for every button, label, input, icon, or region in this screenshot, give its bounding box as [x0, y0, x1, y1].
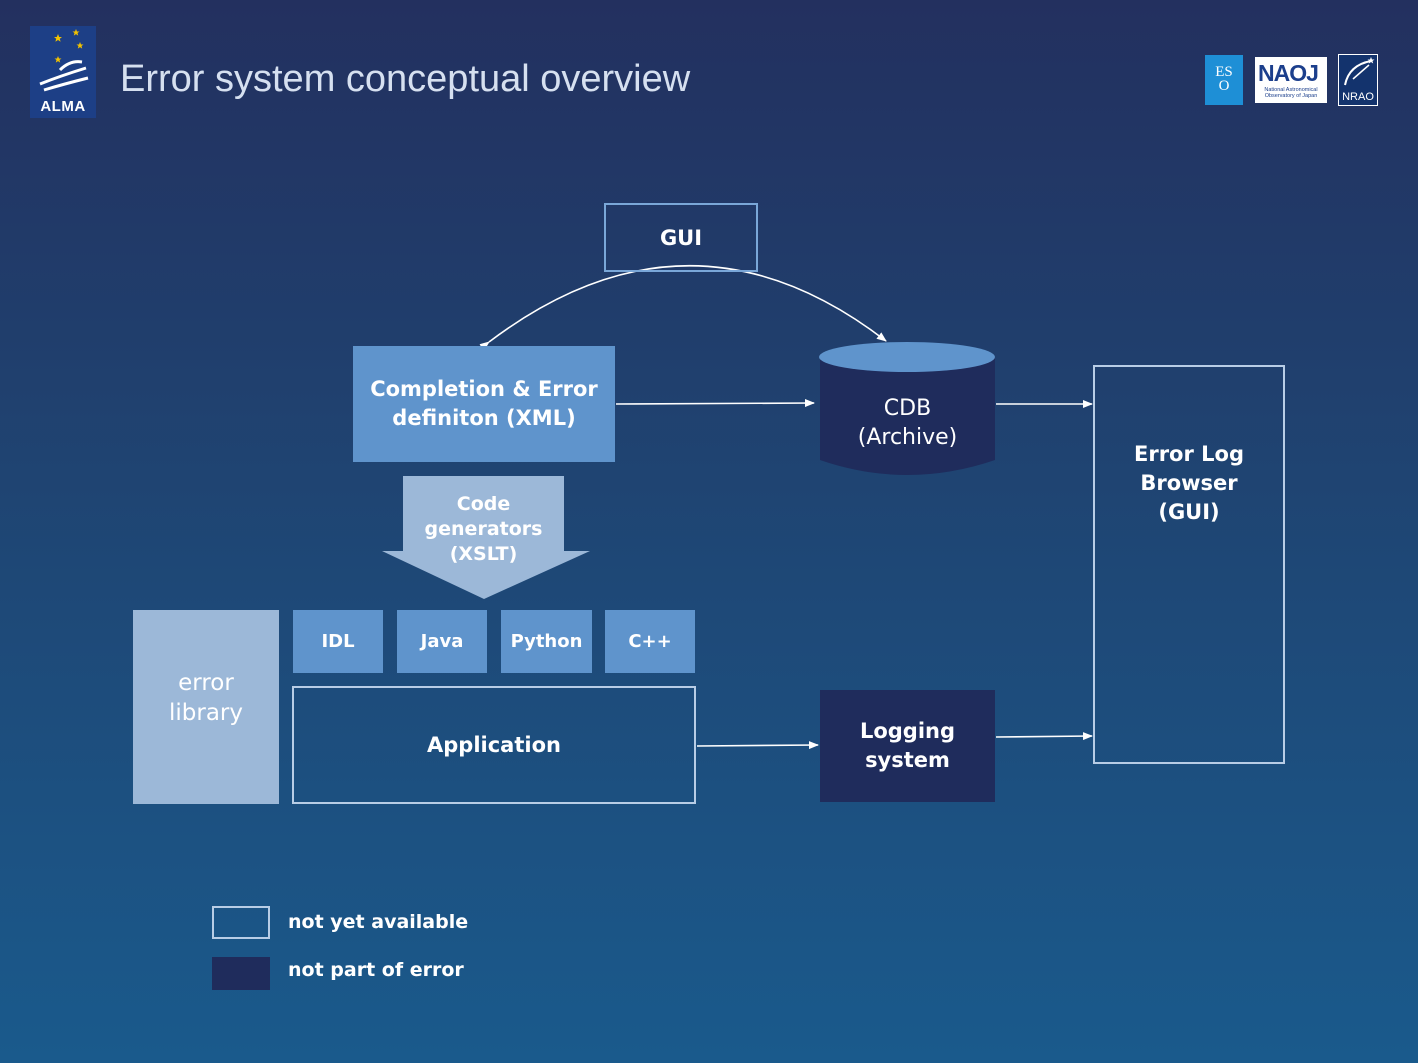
- language-box-cpp: C++: [605, 610, 695, 673]
- nrao-logo: NRAO: [1338, 54, 1378, 106]
- code-generators-arrow: [382, 476, 590, 599]
- logging-system-line-1: Logging: [859, 719, 956, 743]
- page-title: Error system conceptual overview: [120, 58, 691, 100]
- alma-logo-text: ALMA: [40, 98, 86, 115]
- gui-label: GUI: [659, 225, 703, 250]
- nrao-dish-icon: [1344, 57, 1375, 86]
- error-library-box: error library: [133, 610, 279, 804]
- error-log-browser-line-1: Error Log: [1134, 442, 1244, 466]
- cdb-label-line-1: CDB: [883, 396, 932, 421]
- error-log-browser-line-3: (GUI): [1158, 500, 1220, 524]
- cdb-label-line-2: (Archive): [857, 425, 958, 450]
- definition-label-line-1: Completion & Error: [370, 377, 598, 401]
- code-generators-label: Code generators (XSLT): [403, 490, 564, 568]
- naoj-logo-subtitle: National Astronomical Observatory of Jap…: [1264, 87, 1318, 99]
- legend-swatch-dark: [212, 957, 270, 990]
- language-label-idl: IDL: [321, 631, 355, 652]
- naoj-logo: NAOJ National Astronomical Observatory o…: [1255, 57, 1327, 103]
- eso-logo-line-2: O: [1218, 78, 1230, 94]
- cdb-cylinder: [819, 342, 995, 475]
- logging-system-box: Logging system: [820, 690, 995, 802]
- gui-curved-arrow: [479, 264, 887, 351]
- logging-to-browser-arrow: [995, 732, 1093, 741]
- nrao-logo-text: NRAO: [1342, 91, 1374, 103]
- eso-logo: ES O: [1205, 55, 1243, 105]
- application-label: Application: [427, 733, 561, 757]
- language-box-idl: IDL: [293, 610, 383, 673]
- definition-box: Completion & Error definiton (XML): [353, 346, 615, 462]
- code-generators-line-2: generators: [424, 517, 543, 540]
- alma-logo: ALMA: [30, 26, 96, 118]
- eso-logo-line-1: ES: [1215, 64, 1233, 80]
- naoj-logo-text: NAOJ: [1258, 60, 1319, 86]
- error-log-browser-box: Error Log Browser (GUI): [1093, 365, 1285, 764]
- language-box-java: Java: [397, 610, 487, 673]
- error-library-line-2: library: [169, 700, 243, 726]
- error-log-browser-line-2: Browser: [1140, 471, 1238, 495]
- alma-stars-icon: [39, 29, 89, 92]
- definition-to-cdb-arrow: [615, 399, 815, 408]
- legend-label-not-part-of-error: not part of error: [288, 959, 464, 981]
- cdb-label: CDB (Archive): [820, 390, 995, 456]
- logging-system-line-2: system: [865, 748, 950, 772]
- application-to-logging-arrow: [696, 741, 819, 750]
- code-generators-line-3: (XSLT): [449, 542, 518, 565]
- definition-label-line-2: definiton (XML): [392, 406, 576, 430]
- gui-box: GUI: [604, 203, 758, 272]
- code-generators-line-1: Code: [456, 492, 511, 515]
- legend-label-not-yet-available: not yet available: [288, 911, 469, 933]
- language-label-cpp: C++: [628, 631, 672, 652]
- language-label-java: Java: [420, 631, 464, 652]
- eso-logo-text: ES O: [1205, 64, 1243, 94]
- application-box: Application: [292, 686, 696, 804]
- error-library-line-1: error: [178, 670, 234, 696]
- language-box-python: Python: [501, 610, 592, 673]
- legend-swatch-outline: [212, 906, 270, 939]
- language-label-python: Python: [510, 631, 583, 652]
